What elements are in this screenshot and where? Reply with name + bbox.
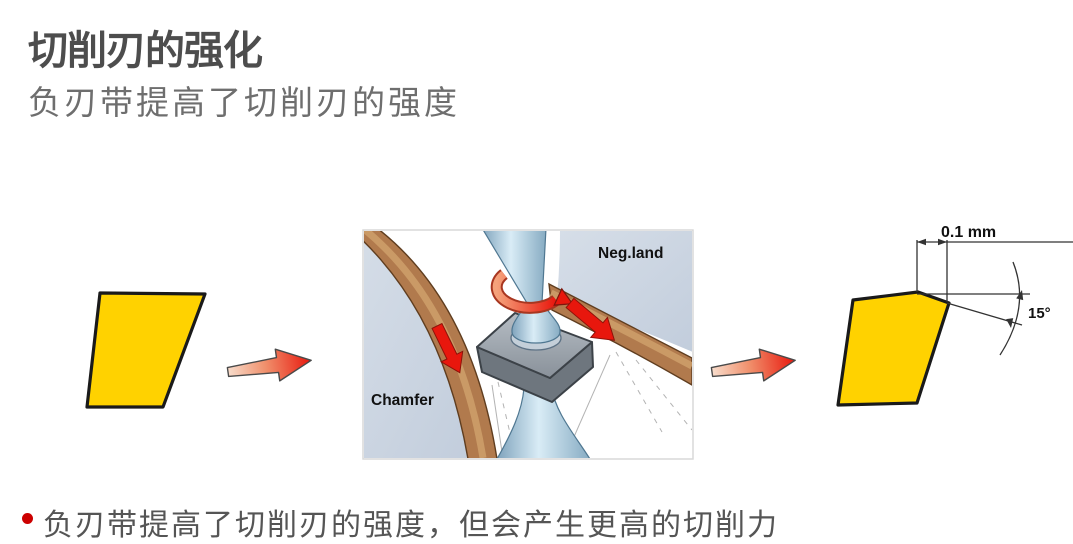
arrow-right-icon bbox=[226, 348, 312, 382]
bullet-text: 负刃带提高了切削刃的强度，但会产生更高的切削力 bbox=[43, 509, 779, 542]
grinding-illustration: Neg.land Chamfer bbox=[362, 229, 694, 460]
page-subtitle: 负刃带提高了切削刃的强度 bbox=[28, 86, 460, 122]
page-title: 切削刃的强化 bbox=[28, 28, 263, 73]
insert-after-shape bbox=[836, 290, 951, 407]
dimension-arrowheads bbox=[917, 238, 1024, 328]
rotation-arrow-icon bbox=[490, 269, 574, 314]
angle-label: 15° bbox=[1028, 305, 1051, 322]
left-wheel-disc bbox=[364, 241, 470, 458]
left-wheel-rim bbox=[364, 231, 498, 458]
left-wheel-arrow-icon bbox=[431, 322, 464, 374]
bullet-item: 负刃带提高了切削刃的强度，但会产生更高的切削力 bbox=[22, 500, 779, 544]
right-wheel-disc bbox=[557, 231, 692, 352]
neg-land-label: Neg.land bbox=[598, 245, 663, 262]
arrow-right-icon bbox=[710, 348, 796, 382]
bottom-spindle-cone bbox=[496, 387, 591, 458]
bullet-marker-icon bbox=[22, 513, 33, 524]
insert-before-shape bbox=[85, 291, 207, 409]
right-wheel-arrow-icon bbox=[565, 297, 616, 341]
dim-label: 0.1 mm bbox=[941, 224, 996, 241]
negative-land-detail: 0.1 mm 15° bbox=[836, 224, 1073, 407]
chamfer-label: Chamfer bbox=[371, 392, 434, 409]
dimension-lines bbox=[916, 240, 1073, 356]
